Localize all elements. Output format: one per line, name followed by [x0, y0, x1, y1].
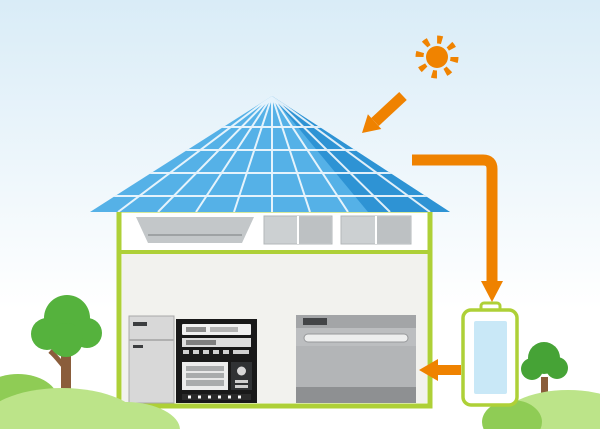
- counter-handle-slot: [303, 333, 409, 343]
- microwave-knob: [237, 366, 246, 376]
- battery-to-house-flow-arrow-icon: [419, 359, 461, 381]
- arrow-head: [419, 359, 438, 381]
- button: [183, 350, 189, 354]
- button: [223, 350, 229, 354]
- arrow-head: [481, 281, 503, 302]
- counter-door: [296, 346, 416, 387]
- solar-panel-grid: [90, 96, 450, 212]
- roof-shaded-face: [272, 96, 450, 212]
- foliage-blob: [521, 358, 543, 380]
- base-dot: [238, 395, 241, 399]
- bush-left-mound-2: [70, 402, 180, 429]
- window-left: [263, 215, 333, 245]
- button: [193, 350, 199, 354]
- vegetation: [0, 295, 600, 429]
- counter-control: [303, 318, 327, 325]
- window-pane: [299, 217, 331, 243]
- microwave-window-glass: [186, 366, 224, 386]
- battery-cell-window: [474, 321, 507, 394]
- tree-left: [31, 295, 102, 405]
- window-right: [340, 215, 412, 245]
- tree-trunk: [541, 377, 548, 405]
- arrow-head: [362, 114, 382, 133]
- panel-grid-seams: [117, 96, 431, 212]
- kitchen-counter-unit: [296, 315, 416, 403]
- energy-flow-arrows: [362, 91, 503, 381]
- tree-right: [521, 342, 568, 405]
- appliances: [128, 315, 416, 404]
- base-dot: [198, 395, 201, 399]
- tree-trunk: [61, 350, 71, 405]
- second-floor: [136, 215, 412, 245]
- sun-core: [426, 46, 448, 68]
- foliage-blob: [49, 323, 83, 357]
- refrigerator-body: [128, 315, 175, 404]
- tree-branch: [48, 349, 69, 372]
- base-strip: [182, 394, 251, 400]
- display-segment: [186, 327, 206, 332]
- microwave-grill-lines: [186, 371, 224, 380]
- bush-right-dark: [482, 400, 542, 429]
- display-segment: [186, 340, 216, 345]
- foliage-blob: [546, 357, 568, 379]
- tree-foliage: [521, 342, 568, 380]
- microwave-button: [235, 380, 248, 383]
- microwave-oven-stack: [176, 319, 257, 403]
- storage-battery: [461, 301, 519, 407]
- refrigerator: [128, 315, 175, 404]
- refrigerator-handle-lower: [133, 345, 143, 348]
- arrow-shaft: [371, 91, 407, 127]
- arrow-shaft: [412, 154, 498, 282]
- sun-icon: [415, 35, 459, 79]
- base-dot: [188, 395, 191, 399]
- roof-to-battery-flow-arrow-icon: [412, 154, 503, 302]
- button: [213, 350, 219, 354]
- refrigerator-handle: [133, 322, 147, 326]
- button-wide: [233, 350, 249, 354]
- microwave-button: [235, 385, 248, 388]
- panel-grid-rows: [90, 126, 450, 197]
- sunlight-flow-arrow-icon: [362, 91, 407, 133]
- display-segment: [210, 327, 238, 332]
- base-dot: [218, 395, 221, 399]
- base-dot: [228, 395, 231, 399]
- range-hood-vent: [136, 217, 254, 243]
- roof-solar-panel: [90, 96, 450, 212]
- button: [203, 350, 209, 354]
- house: [116, 207, 433, 409]
- tree-foliage: [31, 295, 102, 357]
- base-dot: [208, 395, 211, 399]
- sun-rays: [415, 35, 459, 79]
- window-pane: [377, 217, 410, 243]
- counter-kick-band: [296, 387, 416, 403]
- display-panel-mid: [182, 338, 251, 347]
